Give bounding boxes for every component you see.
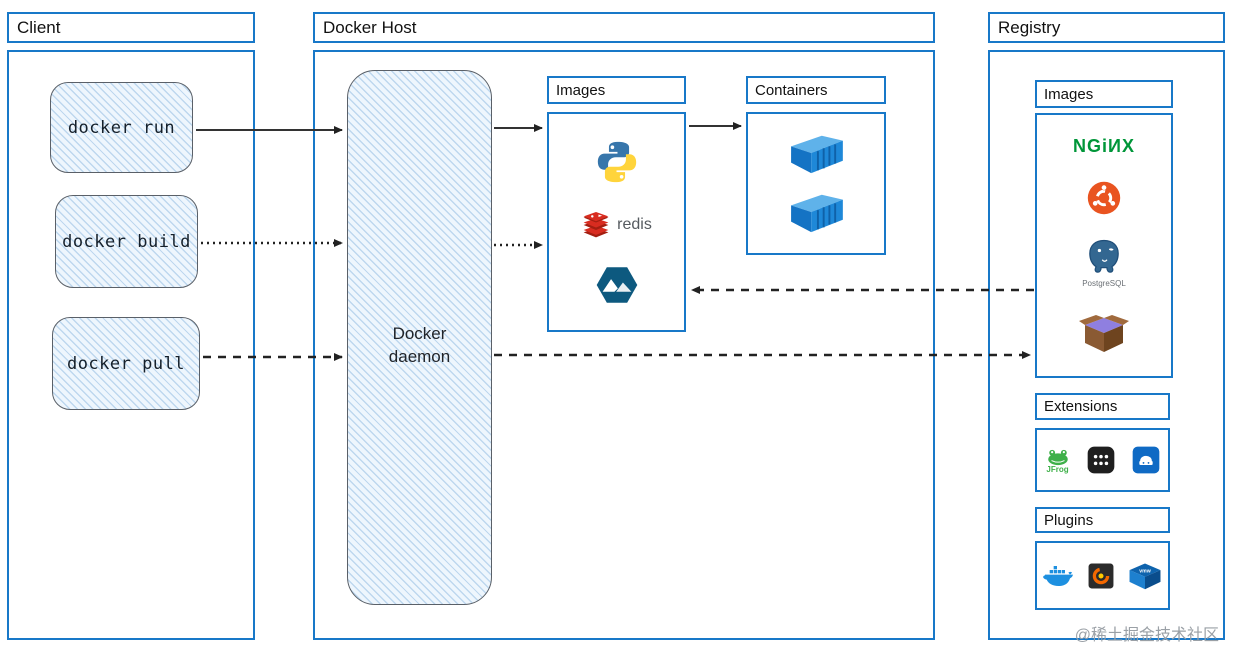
docker-host-title: Docker Host <box>323 17 417 37</box>
docker-daemon-label: Docker daemon <box>388 324 451 366</box>
docker-run-node: docker run <box>50 82 193 173</box>
python-icon <box>597 142 636 183</box>
containers-box <box>746 112 886 255</box>
jfrog-item: JFrog <box>1045 446 1071 474</box>
jfrog-label: JFrog <box>1046 465 1069 474</box>
host-images-title-bar: Images <box>547 76 686 104</box>
postgresql-icon <box>1089 240 1119 274</box>
containers-title: Containers <box>755 81 828 99</box>
nginx-icon: NGiИX <box>1073 136 1135 157</box>
drive-icon <box>1132 446 1159 474</box>
containers-title-bar: Containers <box>746 76 886 104</box>
docker-host-title-bar: Docker Host <box>313 12 935 43</box>
busybox-icon <box>1079 314 1129 352</box>
docker-whale-icon <box>1043 565 1074 586</box>
grafana-icon <box>1089 563 1114 588</box>
redis-icon <box>583 211 609 238</box>
plugins-box: vmw <box>1035 541 1170 610</box>
registry-images-title-bar: Images <box>1035 80 1173 108</box>
postgresql-item: PostgreSQL <box>1082 238 1126 288</box>
vmware-icon: vmw <box>1129 562 1161 589</box>
client-title: Client <box>17 17 61 37</box>
extensions-title: Extensions <box>1044 398 1118 415</box>
docker-build-label: docker build <box>62 231 191 252</box>
redis-label: redis <box>617 215 652 233</box>
host-images-title: Images <box>556 81 606 99</box>
jfrog-icon <box>1047 449 1068 466</box>
container-icon <box>791 195 843 233</box>
registry-images-box: NGiИX PostgreSQL <box>1035 113 1173 378</box>
plugins-title-bar: Plugins <box>1035 507 1170 533</box>
registry-title: Registry <box>998 17 1061 37</box>
docker-daemon-node: Docker daemon <box>347 70 492 605</box>
postgresql-label: PostgreSQL <box>1082 279 1126 289</box>
alpine-icon <box>596 266 637 303</box>
container-icon <box>791 135 843 173</box>
host-images-box: redis <box>547 112 686 332</box>
docker-pull-label: docker pull <box>66 353 186 374</box>
client-title-bar: Client <box>7 12 255 43</box>
ubuntu-icon <box>1087 181 1121 214</box>
docker-pull-node: docker pull <box>52 317 200 410</box>
plugins-title: Plugins <box>1044 511 1094 529</box>
redis-item: redis <box>581 211 652 238</box>
registry-images-title: Images <box>1044 85 1094 103</box>
watermark: @稀土掘金技术社区 <box>1074 627 1219 644</box>
docker-run-label: docker run <box>67 117 176 138</box>
vmware-label: vmw <box>1139 568 1151 574</box>
extensions-title-bar: Extensions <box>1035 393 1170 420</box>
apps-grid-icon <box>1087 446 1114 474</box>
registry-title-bar: Registry <box>988 12 1225 43</box>
docker-build-node: docker build <box>55 195 198 288</box>
extensions-box: JFrog <box>1035 428 1170 492</box>
